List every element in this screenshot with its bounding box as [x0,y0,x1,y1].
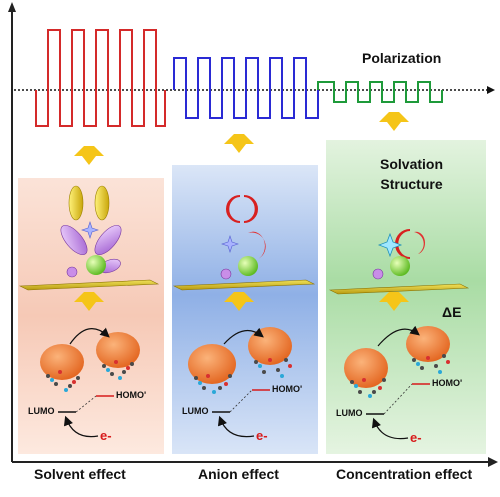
polarization-wave-solvent [35,29,166,127]
homo-label-anion: HOMO' [272,384,303,394]
delta-e-label: ΔE [442,304,462,320]
energy-diagram-solvent [40,327,140,438]
sparkle-icon [377,232,403,258]
down-arrow-icon [379,112,409,131]
lumo-label-concentration: LUMO [336,408,363,418]
solvation-label-line2: Structure [380,176,443,192]
electron-label-solvent: e- [100,428,112,443]
lumo-label-anion: LUMO [182,406,209,416]
panel-label-solvent: Solvent effect [34,466,126,482]
down-arrow-icon [379,292,409,311]
solvation-structure-concentration [328,229,470,295]
solvation-structure-solvent [18,185,160,291]
energy-diagram-concentration [344,325,450,440]
polarization-label: Polarization [362,50,442,66]
down-arrow-icon [74,292,104,311]
electron-label-concentration: e- [410,430,422,445]
panel-anion-bg [172,165,318,454]
solvation-structure-label: Solvation Structure [380,154,443,194]
homo-label-concentration: HOMO' [432,378,463,388]
sparkle-icon [221,235,239,253]
electron-label-anion: e- [256,428,268,443]
panel-label-concentration: Concentration effect [336,466,473,482]
polarization-wave-concentration [317,81,443,103]
arrow-icons [74,112,409,311]
solvation-structure-anion [172,195,316,291]
down-arrow-icon [224,134,254,153]
homo-label-solvent: HOMO' [116,390,147,400]
down-arrow-icon [74,146,104,165]
panel-label-anion: Anion effect [198,466,279,482]
sparkle-icon [81,221,99,239]
polarization-wave-anion [173,57,319,119]
down-arrow-icon [224,292,254,311]
solvation-label-line1: Solvation [380,156,444,172]
panel-solvent-bg [18,178,164,454]
lumo-label-solvent: LUMO [28,406,55,416]
panel-concentration-bg [326,140,486,454]
energy-diagram-anion [188,327,292,438]
axes [8,2,498,467]
